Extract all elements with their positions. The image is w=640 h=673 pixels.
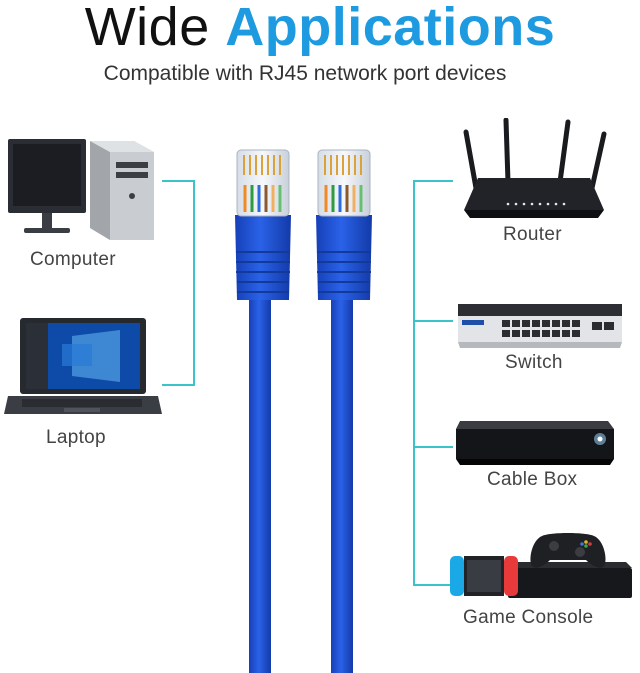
cable-right [316,149,372,673]
page-title: Wide Applications [0,0,640,58]
subtitle: Compatible with RJ45 network port device… [103,62,507,85]
label-cable-box: Cable Box [487,469,578,490]
right-bracket-router [413,180,453,182]
title-part-2: Applications [225,0,556,57]
right-bracket-vertical [413,180,415,585]
label-laptop: Laptop [46,427,106,448]
title-part-1: Wide [84,0,210,57]
network-switch-icon [458,304,622,348]
game-console-icon [450,533,632,598]
left-bracket-bottom [162,384,195,386]
label-computer: Computer [30,249,116,270]
router-icon [463,118,607,218]
label-game-console: Game Console [463,607,594,628]
desktop-computer-icon [8,139,154,240]
left-bracket-vertical [193,180,195,385]
cable-box-icon [456,421,614,465]
label-router: Router [503,224,562,245]
left-bracket-top [162,180,195,182]
right-bracket-switch [413,320,453,322]
laptop-icon [4,318,162,414]
right-bracket-console [413,584,453,586]
right-bracket-cablebox [413,446,453,448]
cable-left [235,149,291,673]
label-switch: Switch [505,352,563,373]
